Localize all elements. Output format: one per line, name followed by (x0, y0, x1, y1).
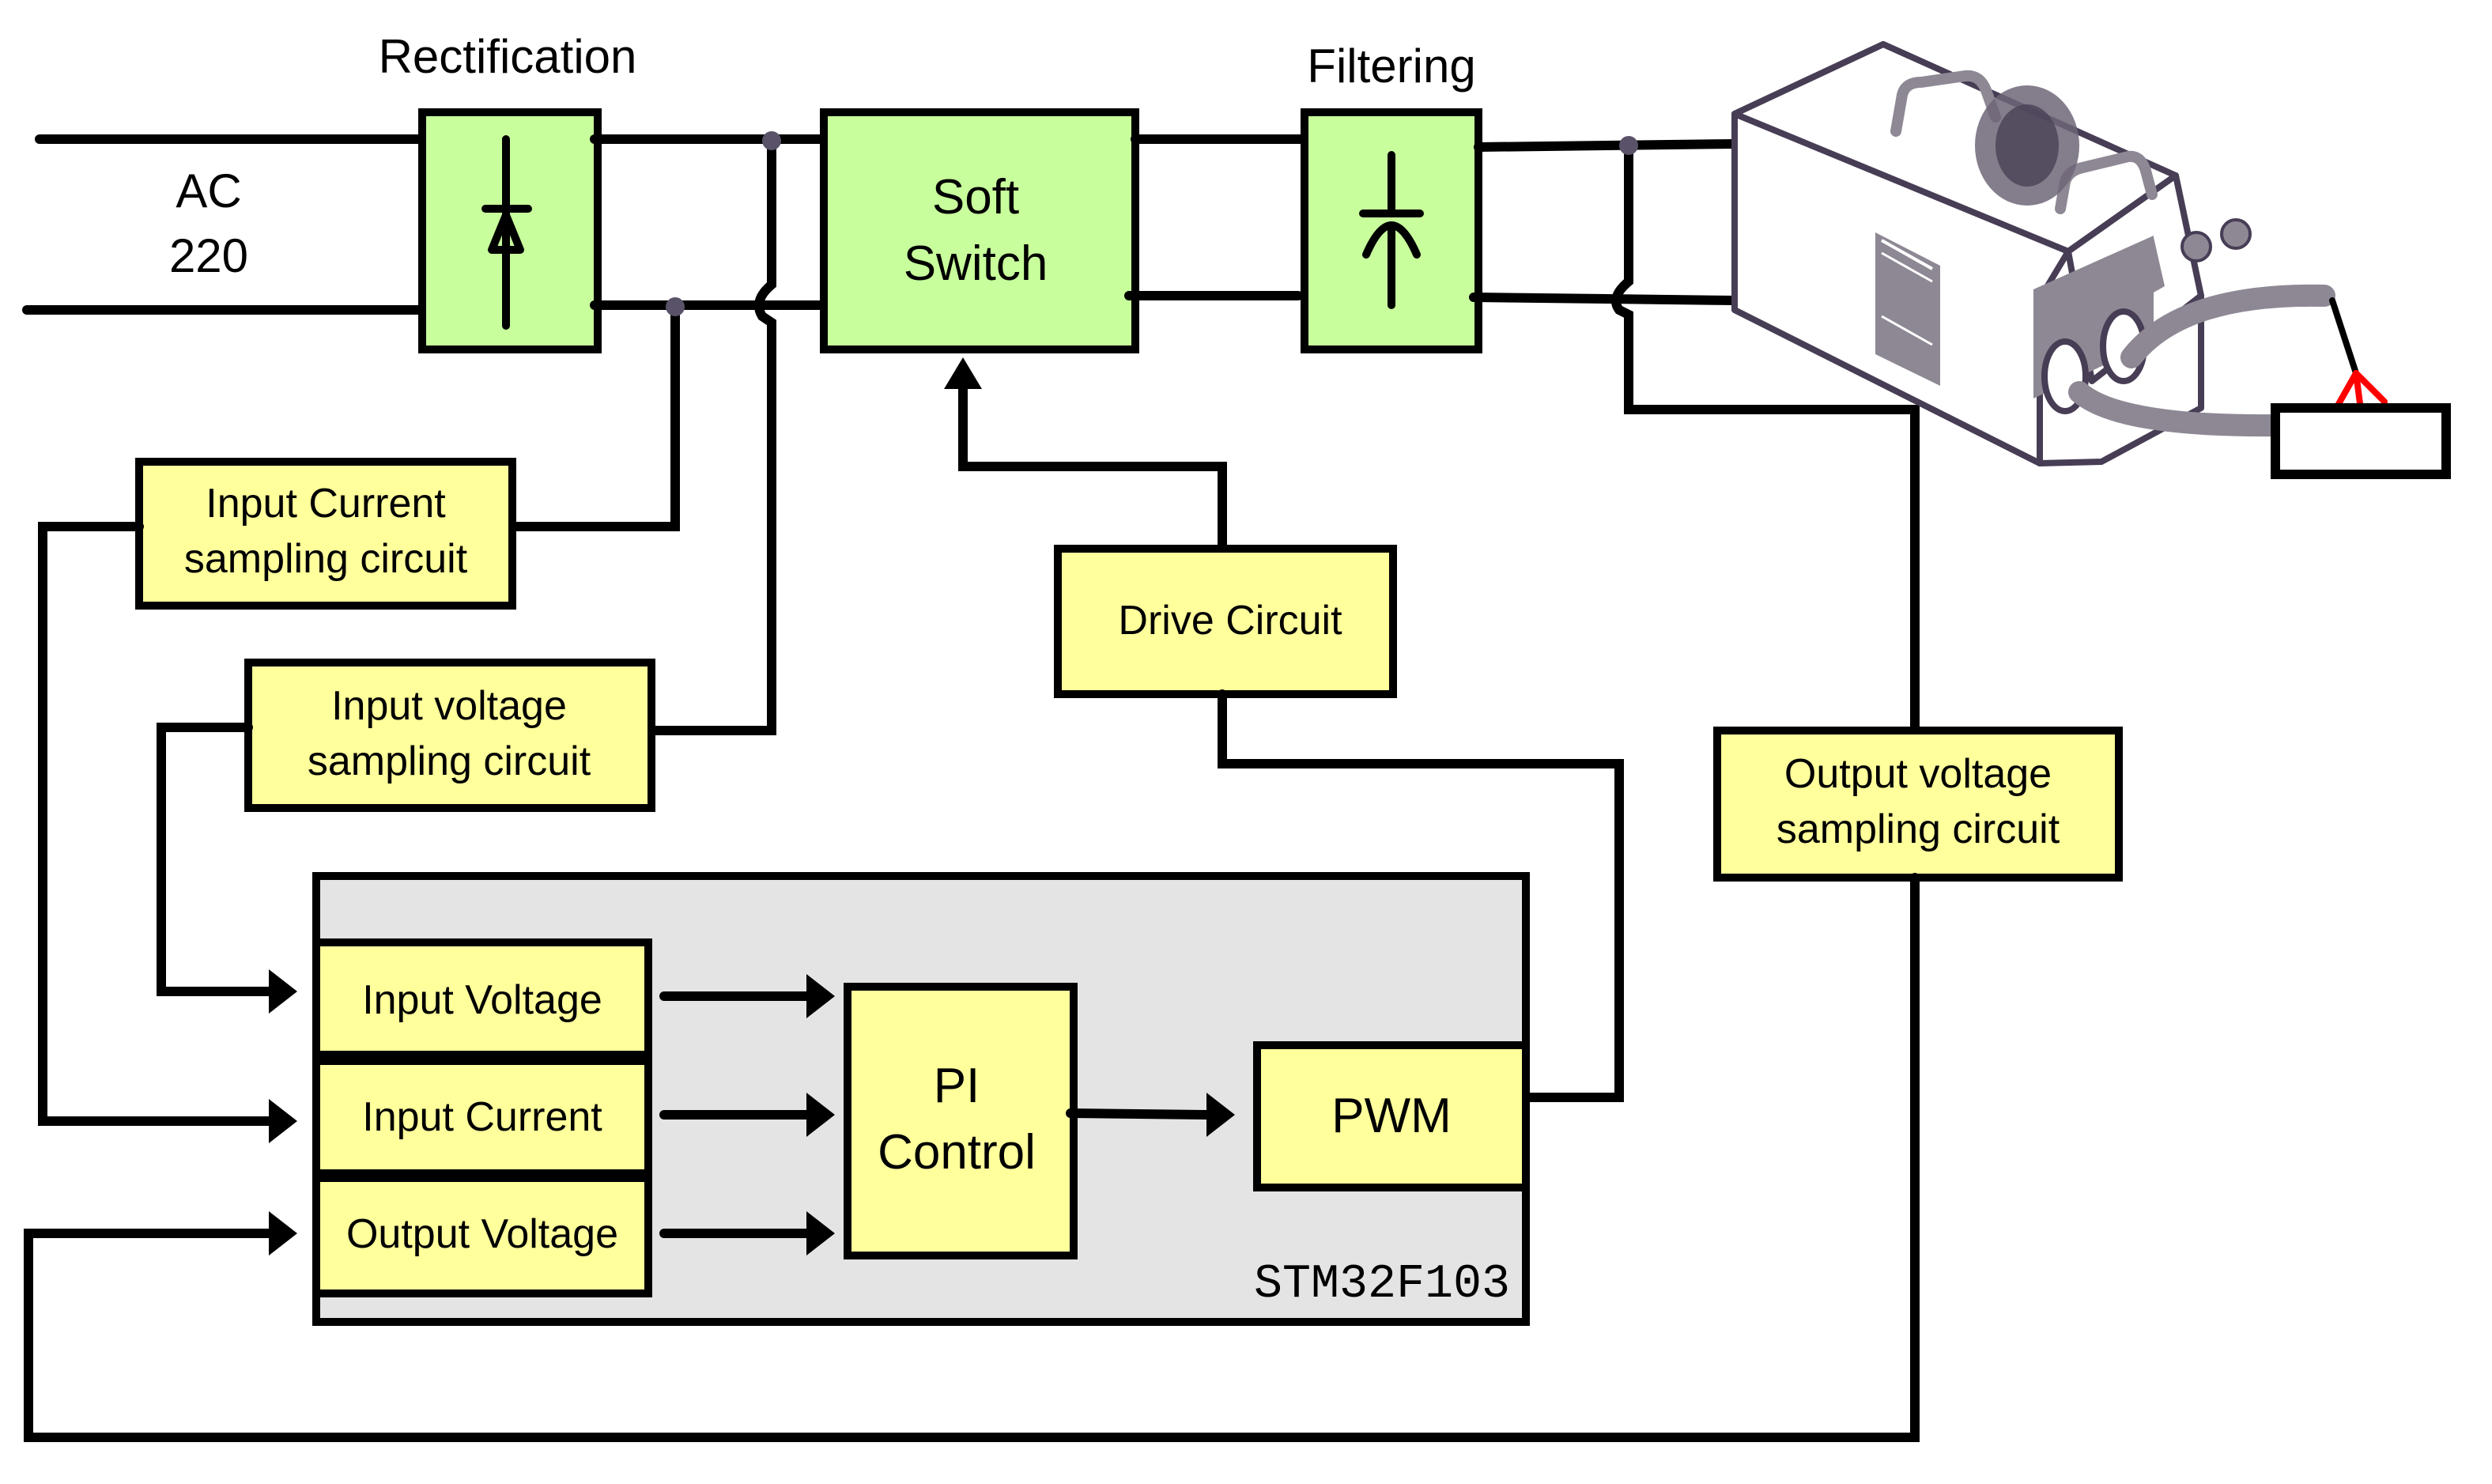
mcu-output-voltage-label: Output Voltage (346, 1211, 618, 1257)
arrow-right-icon (1206, 1093, 1235, 1137)
arrow-right-icon (269, 1211, 297, 1256)
capacitor-icon (1359, 151, 1424, 309)
soft-switch-label-1: Soft (932, 170, 1019, 225)
input-current-tap-wire (504, 304, 680, 531)
arrow-up-icon (944, 357, 982, 389)
pwm-block: PWM (1253, 1041, 1530, 1191)
output-line-bottom (1469, 293, 1739, 305)
arrow-right-icon (806, 974, 835, 1018)
input-voltage-feedback-wire (157, 723, 277, 996)
knob-icon (2220, 218, 2252, 250)
welding-machine-icon (1731, 41, 2451, 479)
output-voltage-feedback-wire (24, 873, 1920, 1442)
arrow-right-icon (269, 1099, 297, 1143)
soft-switch-label-2: Switch (904, 236, 1048, 291)
input-current-feedback-wire (38, 522, 277, 1126)
ac-label: AC (176, 164, 241, 217)
output-voltage-tap-wire (1611, 141, 1920, 735)
output-voltage-sampling-block: Output voltage sampling circuit (1713, 727, 2123, 882)
mcu-input-voltage: Input Voltage (312, 938, 652, 1059)
ac-voltage-label: 220 (169, 229, 248, 282)
arrow-right-icon (269, 969, 297, 1014)
pwm-to-drive-wire (1218, 689, 1624, 1102)
mcu-output-voltage: Output Voltage (312, 1174, 652, 1297)
pwm-label: PWM (1331, 1089, 1452, 1143)
drive-to-switch-wire (958, 375, 1227, 553)
ground-cable (2068, 381, 2288, 437)
mcu-input-current: Input Current (312, 1057, 652, 1177)
output-voltage-sampling-label-2: sampling circuit (1776, 806, 2060, 852)
input-current-sampling-label-1: Input Current (206, 481, 446, 527)
diode-icon (481, 135, 532, 330)
workpiece-icon (2271, 403, 2451, 479)
mcu-label: STM32F103 (1254, 1258, 1510, 1312)
drive-circuit-label: Drive Circuit (1118, 598, 1342, 644)
drive-circuit-block: Drive Circuit (1054, 545, 1397, 698)
electrode-icon (2329, 297, 2359, 376)
arrow-right-icon (806, 1211, 835, 1256)
rectification-title: Rectification (379, 30, 637, 83)
mcu-block: STM32F103 Input Voltage Input Current Ou… (269, 872, 1530, 1326)
input-current-sampling-label-2: sampling circuit (184, 536, 468, 582)
output-line-top (1474, 139, 1739, 152)
input-voltage-sampling-label-1: Input voltage (331, 683, 567, 729)
input-voltage-tap-wire (640, 136, 776, 735)
handle-icon (1890, 70, 2001, 137)
filter-block (1301, 108, 1482, 353)
pi-control-block: PI Control (844, 983, 1078, 1259)
input-voltage-sampling-block: Input voltage sampling circuit (244, 659, 655, 812)
pi-to-pwm-wire (1066, 1108, 1213, 1120)
junction-dot (666, 297, 685, 316)
soft-switch-block: Soft Switch (820, 108, 1139, 353)
vent-panel-icon (1875, 232, 1940, 386)
mcu-input-current-label: Input Current (362, 1094, 602, 1140)
rectifier-block (418, 108, 602, 353)
knob-icon (2180, 231, 2212, 262)
pi-label-1: PI (934, 1059, 980, 1113)
input-current-sampling-block: Input Current sampling circuit (135, 458, 516, 610)
mcu-input-voltage-label: Input Voltage (362, 977, 602, 1023)
junction-dot (762, 131, 781, 150)
input-voltage-sampling-label-2: sampling circuit (308, 738, 591, 784)
torch-cable (2120, 284, 2335, 368)
output-voltage-sampling-label-1: Output voltage (1784, 751, 2052, 797)
arrow-right-icon (806, 1093, 835, 1137)
pi-label-2: Control (878, 1125, 1036, 1180)
filtering-title: Filtering (1307, 40, 1475, 93)
junction-dot (1619, 136, 1638, 155)
